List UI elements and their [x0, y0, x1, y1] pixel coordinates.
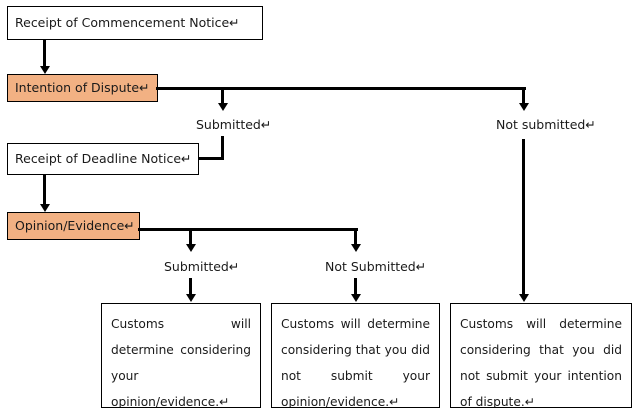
connector-opinion-not-submitted [354, 229, 357, 245]
arrowhead-opinion-not-submitted [350, 244, 361, 252]
outcome-box-evidence-not-submitted: Customs will determine considering that … [271, 303, 440, 408]
node-label-deadline-notice: Receipt of Deadline Notice↵ [15, 151, 192, 167]
arrowhead-deadline-to-opinion [39, 204, 50, 212]
connector-not-submitted-to-outcome [522, 139, 525, 295]
connector-opinion-bus [138, 227, 358, 231]
connector-intention-not-submitted [522, 88, 525, 104]
node-label-commencement-notice: Receipt of Commencement Notice↵ [15, 15, 240, 31]
node-receipt-of-deadline-notice: Receipt of Deadline Notice↵ [7, 143, 199, 175]
outcome-box-evidence-submitted: Customs will determine considering your … [101, 303, 261, 408]
connector-submitted-elbow-horizontal [198, 157, 224, 160]
outcome-text-evidence-submitted: Customs will determine considering your … [111, 317, 251, 408]
branch-label-evidence-not-submitted: Not Submitted↵ [325, 259, 427, 274]
arrowhead-evidence-not-submitted-to-outcome [350, 294, 361, 302]
outcome-text-dispute-not-submitted: Customs will determine considering that … [460, 317, 622, 408]
arrowhead-not-submitted-to-outcome [518, 294, 529, 302]
node-receipt-of-commencement-notice: Receipt of Commencement Notice↵ [7, 6, 263, 40]
connector-intention-submitted [221, 88, 224, 104]
connector-submitted-elbow-vertical [221, 136, 224, 160]
arrowhead-commencement-to-intention [39, 66, 50, 74]
outcome-text-evidence-not-submitted: Customs will determine considering that … [281, 317, 430, 408]
arrowhead-intention-submitted [217, 103, 228, 111]
arrowhead-opinion-submitted [185, 244, 196, 252]
connector-opinion-submitted [189, 229, 192, 245]
node-intention-of-dispute: Intention of Dispute↵ [7, 74, 158, 102]
branch-label-dispute-not-submitted: Not submitted↵ [496, 117, 596, 132]
connector-evidence-submitted-to-outcome [189, 278, 192, 294]
connector-evidence-not-submitted-to-outcome [354, 278, 357, 294]
connector-deadline-to-opinion [43, 175, 46, 204]
arrowhead-intention-not-submitted [518, 103, 529, 111]
node-label-opinion-evidence: Opinion/Evidence↵ [15, 218, 135, 234]
node-opinion-evidence: Opinion/Evidence↵ [7, 212, 140, 240]
arrowhead-evidence-submitted-to-outcome [185, 294, 196, 302]
connector-intention-bus [156, 86, 526, 90]
connector-commencement-to-intention [43, 40, 46, 66]
node-label-intention-of-dispute: Intention of Dispute↵ [15, 80, 150, 96]
outcome-box-dispute-not-submitted: Customs will determine considering that … [450, 303, 632, 408]
branch-label-dispute-submitted: Submitted↵ [196, 117, 272, 132]
branch-label-evidence-submitted: Submitted↵ [164, 259, 240, 274]
